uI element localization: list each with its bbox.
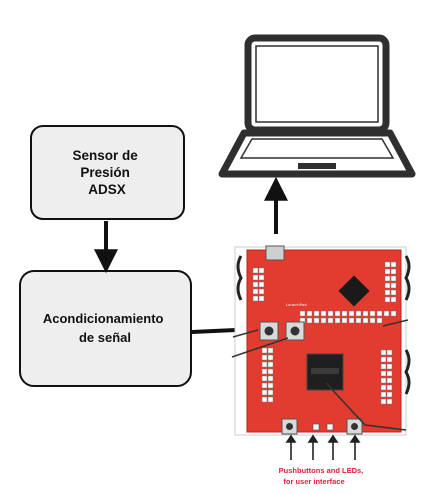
pushbutton-left[interactable] (281, 418, 298, 435)
sensor-line-1: Sensor de (72, 148, 138, 163)
callout-left-1 (232, 329, 259, 338)
middle-header-strip (299, 310, 397, 324)
sensor-line-2: Presión (80, 165, 130, 180)
board-brand-label: LaunchPad (286, 302, 307, 307)
launchpad-board: LaunchPad (231, 245, 411, 436)
sensor-line-3: ADSX (88, 182, 126, 197)
ui-arrows (285, 434, 361, 460)
right-header-top (384, 261, 397, 303)
caption-line-2: for user interface (283, 477, 344, 486)
sensor-block: Sensor de Presión ADSX (30, 125, 185, 220)
signal-conditioning-block: Acondicionamiento de señal (19, 270, 192, 387)
right-header-bottom (380, 349, 393, 405)
caption-line-1: Pushbuttons and LEDs, (279, 466, 364, 475)
usb-connector (265, 245, 285, 261)
left-header-top (252, 267, 265, 302)
conditioning-line-2: de señal (79, 330, 131, 345)
reset-button[interactable] (259, 321, 279, 341)
laptop-icon (218, 34, 416, 178)
led-left (312, 423, 320, 431)
laptop-touchpad (298, 163, 336, 169)
svg-text:Acondicionamiento de señ: Acondicionamiento de señal (43, 311, 167, 345)
emulator-chip (338, 275, 370, 307)
callout-left-2 (231, 337, 289, 358)
led-right (326, 423, 334, 431)
callout-chip (325, 382, 407, 431)
left-header-bottom (261, 347, 274, 403)
conditioning-line-1: Acondicionamiento (43, 311, 164, 326)
user-button-top[interactable] (285, 321, 305, 341)
board-pcb (246, 249, 402, 433)
svg-text:Pushbuttons and LEDs, for: Pushbuttons and LEDs, for user interface (279, 466, 366, 486)
pushbutton-right[interactable] (346, 418, 363, 435)
svg-text:Sensor de Presión: Sensor de Presión ADSX (72, 148, 141, 197)
callout-right-upper (382, 319, 409, 327)
